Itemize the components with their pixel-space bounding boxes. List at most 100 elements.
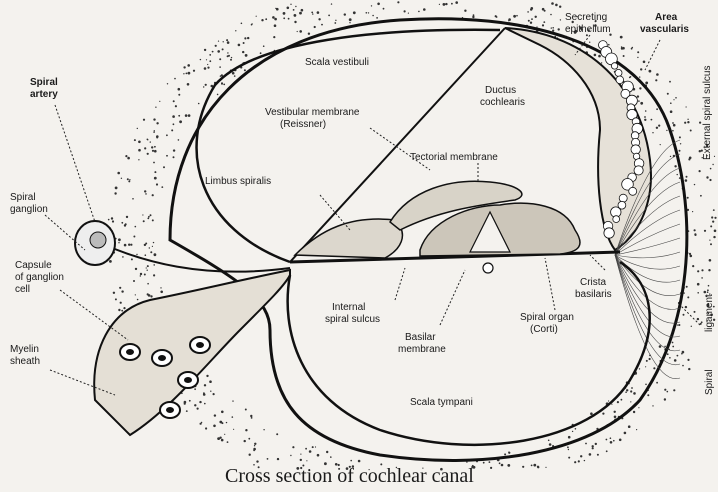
stipple-dot (126, 216, 128, 218)
stipple-dot (145, 254, 147, 256)
stipple-dot (166, 155, 168, 157)
stipple-dot (115, 298, 117, 300)
stipple-dot (300, 459, 302, 461)
stipple-dot (714, 156, 715, 157)
stipple-dot (687, 296, 689, 298)
stipple-dot (628, 425, 631, 428)
stipple-dot (194, 404, 196, 406)
stipple-dot (614, 416, 617, 419)
stipple-dot (646, 360, 648, 362)
stipple-dot (188, 72, 191, 75)
stipple-dot (241, 23, 243, 25)
stipple-dot (545, 467, 546, 468)
stipple-dot (144, 244, 146, 246)
stipple-dot (672, 342, 674, 344)
stipple-dot (183, 66, 185, 68)
stipple-dot (578, 460, 580, 462)
stipple-dot (318, 18, 320, 20)
stipple-dot (544, 10, 546, 12)
stipple-dot (212, 51, 214, 53)
stipple-dot (147, 139, 148, 140)
stipple-dot (645, 82, 648, 85)
stipple-dot (130, 244, 132, 246)
stipple-dot (184, 403, 186, 405)
stipple-dot (637, 57, 638, 58)
stipple-dot (567, 446, 569, 448)
stipple-dot (623, 55, 625, 57)
stipple-dot (154, 150, 157, 153)
stipple-dot (679, 177, 681, 179)
stipple-dot (129, 179, 130, 180)
stipple-dot (669, 81, 671, 83)
stipple-dot (156, 183, 158, 185)
stipple-dot (630, 390, 632, 392)
stipple-dot (710, 225, 712, 227)
stipple-dot (230, 59, 232, 61)
epithelial-cell (615, 69, 622, 76)
stipple-dot (455, 1, 458, 4)
stipple-dot (555, 4, 558, 7)
stipple-dot (267, 458, 269, 460)
stipple-dot (234, 75, 236, 77)
stipple-dot (223, 41, 224, 42)
stipple-dot (326, 451, 328, 453)
ganglion-nucleus (184, 377, 192, 383)
stipple-dot (127, 178, 129, 180)
epithelial-cell (634, 166, 643, 175)
stipple-dot (153, 162, 155, 164)
stipple-dot (227, 41, 230, 44)
label-spiral-organ-2: (Corti) (530, 324, 558, 335)
stipple-dot (299, 30, 302, 33)
label-spiral-artery-2: artery (30, 89, 58, 100)
stipple-dot (606, 439, 608, 441)
stipple-dot (496, 16, 498, 18)
stipple-dot (265, 18, 267, 20)
stipple-dot (226, 422, 227, 423)
stipple-dot (153, 242, 154, 243)
stipple-dot (254, 445, 255, 446)
stipple-dot (137, 299, 139, 301)
stipple-dot (292, 446, 294, 448)
stipple-dot (516, 15, 518, 17)
stipple-dot (219, 421, 222, 424)
stipple-dot (118, 242, 119, 243)
stipple-dot (711, 216, 713, 218)
stipple-dot (692, 265, 694, 267)
stipple-dot (244, 69, 246, 71)
stipple-dot (371, 5, 372, 6)
stipple-dot (272, 16, 275, 19)
stipple-dot (659, 345, 662, 348)
stipple-dot (645, 384, 647, 386)
stipple-dot (205, 84, 207, 86)
label-external-spiral-sulcus: External spiral sulcus (702, 66, 713, 160)
stipple-dot (138, 149, 141, 152)
stipple-dot (678, 324, 680, 326)
stipple-dot (199, 401, 201, 403)
stipple-dot (666, 130, 667, 131)
stipple-dot (314, 26, 316, 28)
stipple-dot (701, 269, 703, 271)
stipple-dot (619, 439, 622, 442)
stipple-dot (656, 127, 658, 129)
stipple-dot (694, 184, 695, 185)
stipple-dot (699, 150, 701, 152)
stipple-dot (508, 451, 510, 453)
stipple-dot (713, 236, 715, 238)
stipple-dot (652, 132, 653, 133)
spiral-artery-lumen (90, 232, 106, 248)
stipple-dot (222, 48, 224, 50)
stipple-dot (219, 58, 221, 60)
stipple-dot (290, 455, 291, 456)
stipple-dot (156, 122, 158, 124)
stipple-dot (673, 99, 674, 100)
stipple-dot (640, 102, 643, 105)
stipple-dot (637, 51, 639, 53)
stipple-dot (213, 425, 216, 428)
label-spiral-organ-1: Spiral organ (520, 312, 574, 323)
label-ductus-cochlearis-1: Ductus (485, 85, 516, 96)
stipple-dot (709, 259, 712, 262)
stipple-dot (677, 174, 678, 175)
stipple-dot (154, 146, 156, 148)
stipple-dot (613, 440, 615, 442)
stipple-dot (142, 214, 143, 215)
